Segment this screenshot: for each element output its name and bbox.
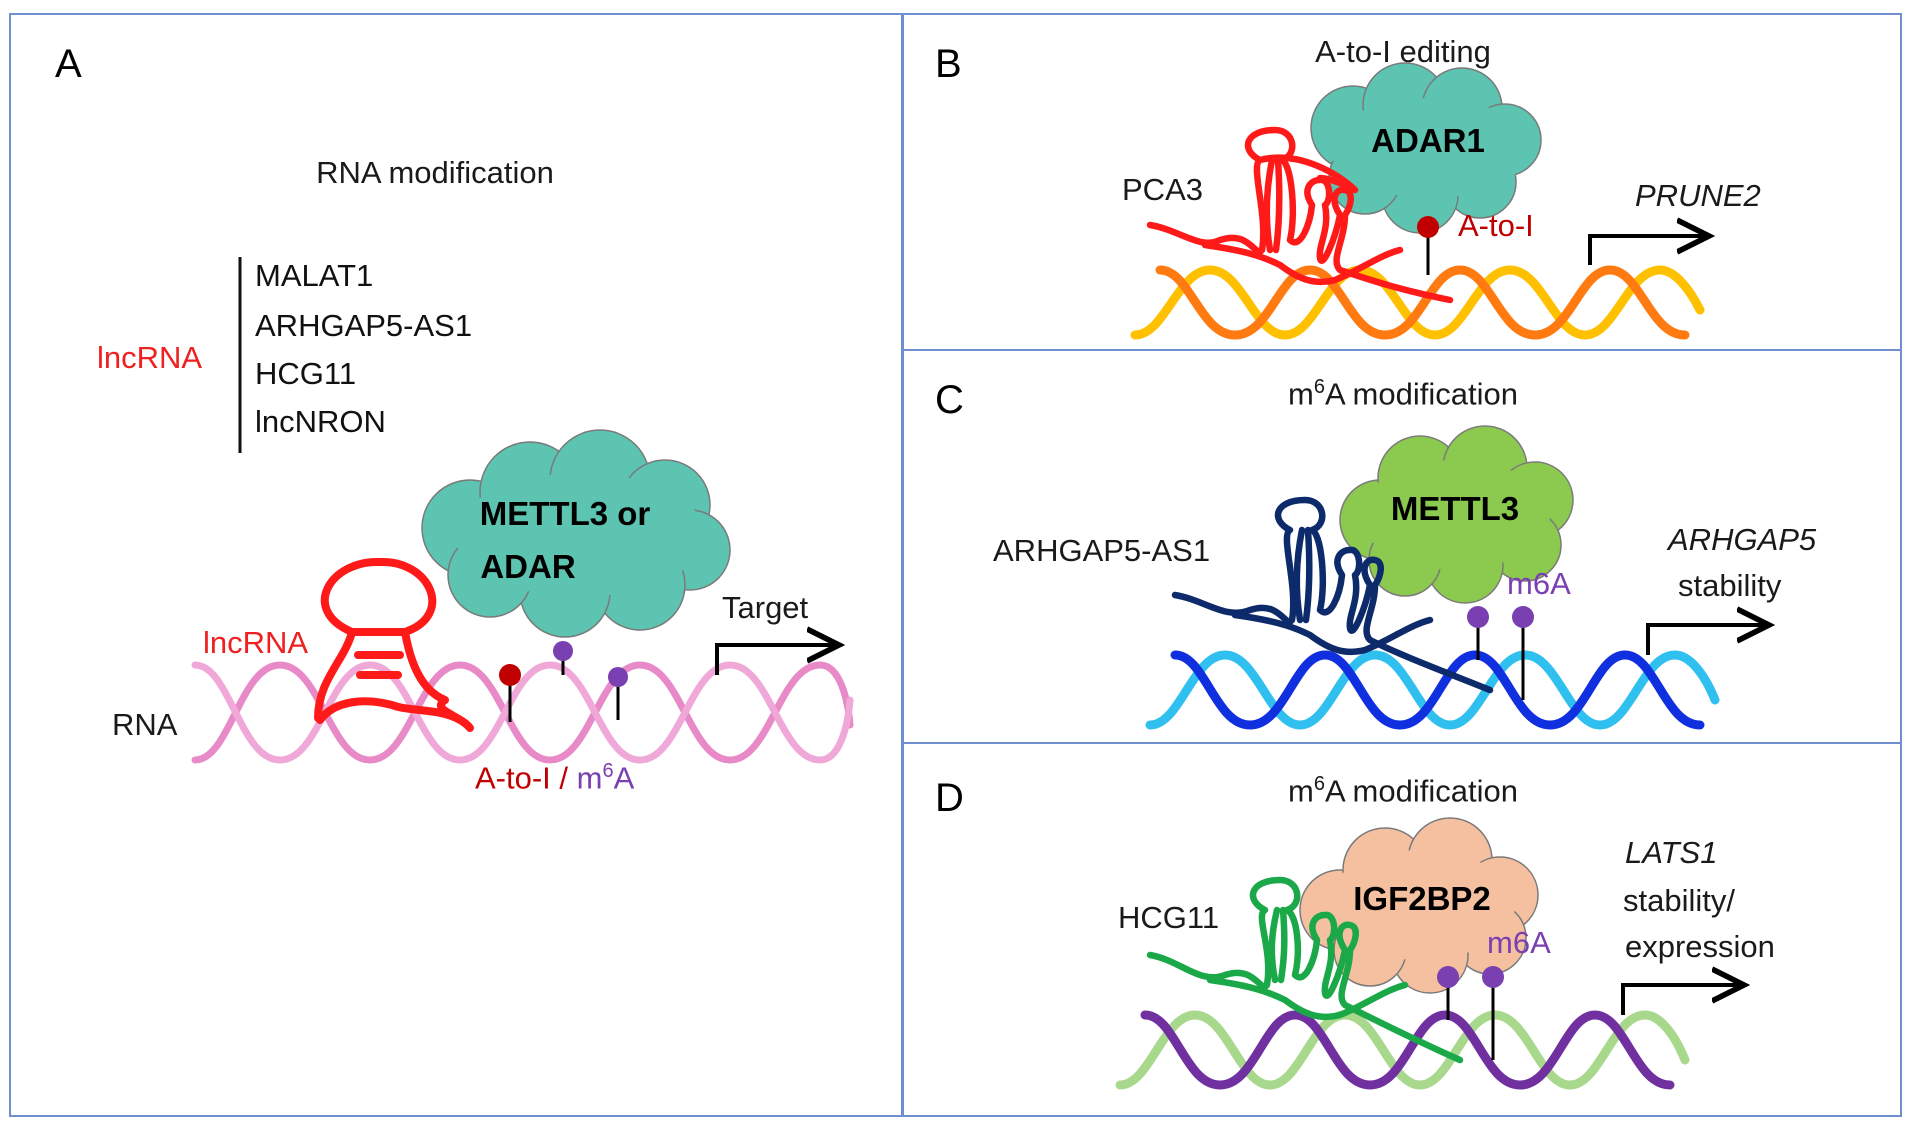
panel-d-letter: D [935,776,964,820]
panel-d-title: m6A modification [1288,773,1518,809]
panel-c-title-m: m [1288,376,1314,412]
enzyme-cloud-d [1299,817,1539,994]
target-label-a: Target [722,590,809,625]
lncrna-label-a: lncRNA [203,625,309,660]
enzyme-label-b: ADAR1 [1371,122,1485,159]
target-arrow-a [715,645,835,675]
panel-c-title: m6A modification [1288,376,1518,412]
enzyme-label-a-line1: METTL3 or [479,495,651,532]
panel-d-title-m: m [1288,773,1314,809]
panel-c-letter: C [935,378,964,422]
target-sub-label-d-1: stability/ [1623,883,1735,918]
mark-label-d: m6A [1487,925,1551,960]
rna-helix-b [1130,265,1705,340]
mark-label-b: A-to-I [1458,208,1534,243]
lncrna-label-d: HCG11 [1118,900,1220,935]
m6a-mark-d2 [1482,966,1504,988]
lncrna-list-item-1: MALAT1 [255,258,374,293]
lncrna-structure-b [1146,126,1454,304]
panel-c-title-rest: A modification [1324,376,1518,412]
rna-helix-d [1115,1010,1690,1090]
target-sub-label-d-2: expression [1625,929,1775,964]
panel-a-title: RNA modification [316,155,554,190]
panel-a-letter: A [55,42,82,86]
target-arrow-c [1646,625,1765,655]
m6a-legend-sup: 6 [602,760,614,782]
a-to-i-mark-b [1417,216,1439,238]
m6a-mark-d1 [1437,966,1459,988]
mark-label-c: m6A [1507,566,1571,601]
modification-legend-a: A-to-I / m6A [475,760,634,796]
enzyme-cloud-a [421,429,731,638]
panel-d-border [902,742,1902,1117]
panel-b-title: A-to-I editing [1315,34,1491,69]
m6a-mark-c1 [1467,606,1489,628]
target-label-d: LATS1 [1625,835,1718,870]
rna-label-a: RNA [112,707,178,742]
m6a-mark-a1 [553,641,573,661]
lncrna-list-item-2: ARHGAP5-AS1 [255,308,473,343]
a-to-i-legend: A-to-I [475,760,551,796]
lncrna-structure-d [1146,876,1464,1064]
target-label-c: ARHGAP5 [1668,522,1817,557]
enzyme-label-c: METTL3 [1390,490,1520,527]
enzyme-cloud-c [1339,425,1574,604]
lncrna-structure-a [314,557,474,732]
enzyme-label-d: IGF2BP2 [1353,880,1491,917]
lncrna-label-c: ARHGAP5-AS1 [993,533,1211,568]
rna-helix-c [1145,650,1720,730]
m6a-legend-a: A [613,760,635,796]
legend-separator: / [550,760,577,796]
lncrna-label-b: PCA3 [1122,172,1203,207]
m6a-mark-a2 [608,667,628,687]
lncrna-structure-c [1171,496,1494,694]
panel-b-letter: B [935,42,962,86]
m6a-legend-m: m [576,760,603,796]
lncrna-list-item-3: HCG11 [255,356,357,391]
enzyme-label-a-line2: ADAR [480,548,576,585]
panel-d-title-rest: A modification [1324,773,1518,809]
lncrna-group-label: lncRNA [97,340,203,375]
target-label-b: PRUNE2 [1635,178,1761,213]
a-to-i-mark-a [499,664,521,686]
target-sub-label-c: stability [1678,568,1782,603]
m6a-mark-c2 [1512,606,1534,628]
panel-c-title-sup: 6 [1313,376,1325,398]
rna-helix-a [191,661,854,764]
target-arrow-b [1588,236,1705,265]
target-arrow-d [1621,985,1740,1015]
enzyme-cloud-b [1310,62,1542,234]
panel-d-title-sup: 6 [1313,773,1325,795]
lncrna-list-item-4: lncNRON [255,404,386,439]
